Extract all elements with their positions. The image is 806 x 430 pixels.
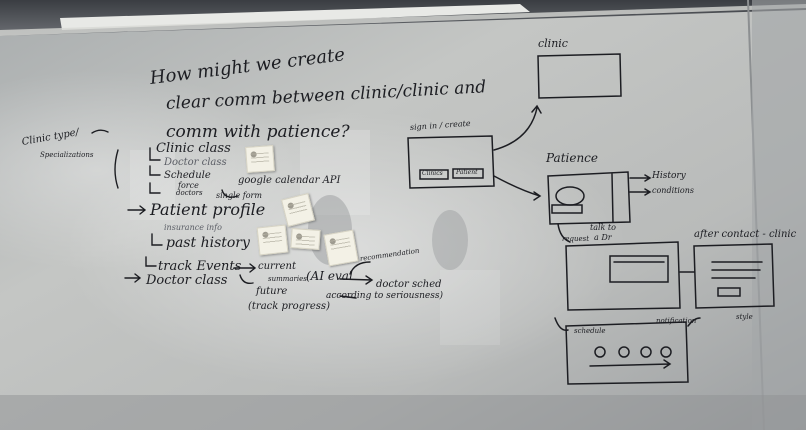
single-form: single form bbox=[216, 191, 262, 200]
sticky-note bbox=[290, 228, 321, 250]
past-history: past history bbox=[166, 235, 250, 251]
google-calendar-api: google calendar API bbox=[238, 175, 341, 186]
doctors: doctors bbox=[176, 189, 203, 197]
clinic-class: Clinic class bbox=[156, 141, 231, 156]
doctor-class: Doctor class bbox=[146, 273, 228, 288]
conditions-label: conditions bbox=[652, 186, 694, 195]
after-contact-label: after contact - clinic bbox=[694, 229, 797, 240]
talk-to-dr-2: a Dr bbox=[594, 233, 612, 242]
track-progress: (track progress) bbox=[248, 301, 330, 312]
specializations-note: Specializations bbox=[40, 151, 94, 159]
clinic-button-label: Clinics bbox=[422, 170, 443, 177]
summaries: summaries bbox=[268, 275, 307, 283]
clinic-label: clinic bbox=[538, 37, 568, 50]
force: force bbox=[178, 181, 199, 190]
current: current bbox=[258, 261, 296, 272]
style-label: style bbox=[736, 313, 753, 321]
future: future bbox=[256, 286, 288, 297]
sticky-note bbox=[245, 145, 275, 173]
notifications-label: notification bbox=[656, 317, 697, 325]
doctor-class-sub: Doctor class bbox=[164, 157, 227, 168]
sticky-note bbox=[323, 229, 359, 267]
ai-eval: (AI eval bbox=[306, 269, 353, 283]
patience-label: Patience bbox=[546, 151, 599, 165]
patient-profile: Patient profile bbox=[150, 200, 266, 219]
question-line-3: comm with patience? bbox=[166, 122, 350, 142]
schedule: Schedule bbox=[164, 170, 211, 181]
talk-to-dr-1: talk to bbox=[590, 223, 616, 232]
doctor-sched-2: according to seriousness) bbox=[326, 291, 443, 301]
doctor-sched-1: doctor sched bbox=[376, 279, 442, 290]
sticky-note bbox=[256, 224, 289, 256]
track-events: track Events bbox=[158, 259, 242, 274]
insurance-info: insurance info bbox=[164, 223, 222, 232]
patient-button-label: Patient bbox=[456, 169, 478, 176]
schedule-wire-label: schedule bbox=[574, 327, 606, 335]
history-label: History bbox=[652, 171, 686, 181]
request-label: request bbox=[562, 235, 590, 243]
